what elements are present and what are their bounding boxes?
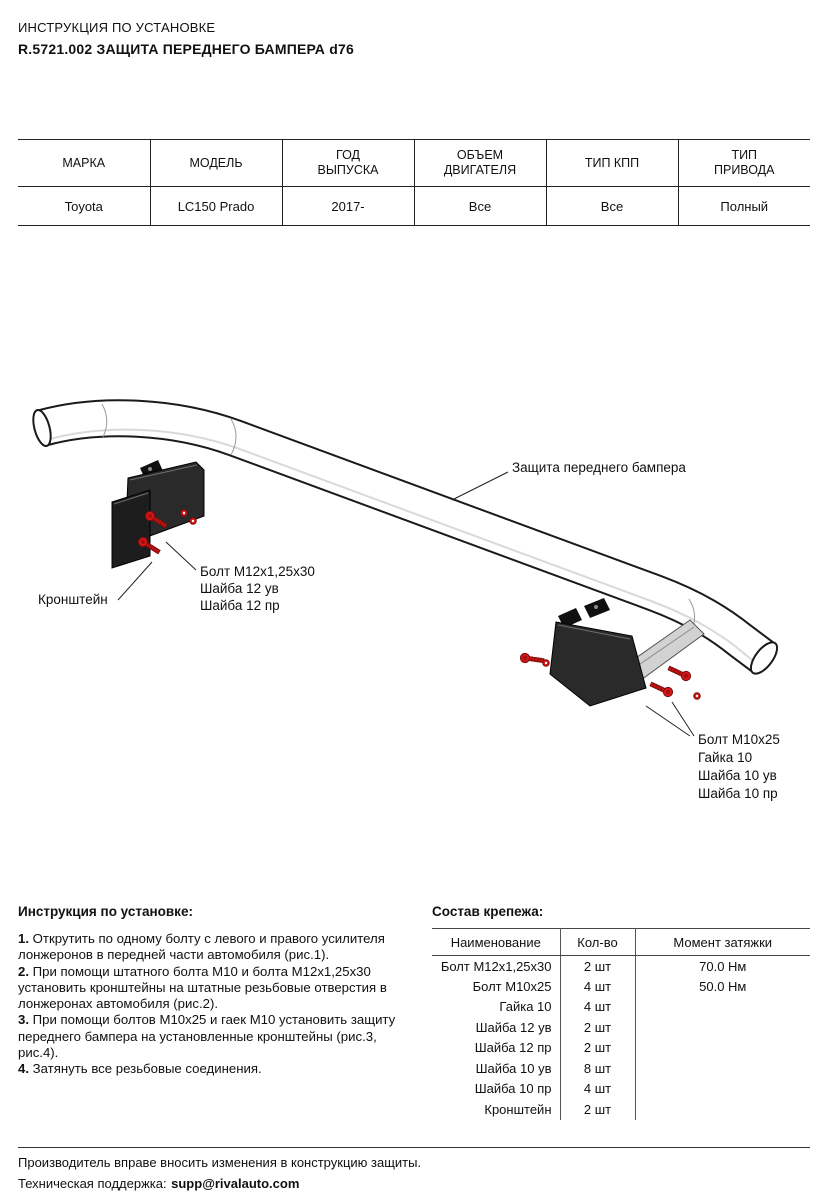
guard-label: Защита переднего бампера (512, 460, 686, 475)
hardware-row: Шайба 10 ув 8 шт (432, 1058, 810, 1079)
vehicle-col-gearbox: ТИП КПП (545, 139, 678, 187)
vehicle-drive-cell: Полный (677, 186, 810, 226)
hw-col-name: Наименование (432, 928, 561, 956)
leader-lines (117, 471, 695, 737)
support-email: supp@rivalauto.com (171, 1176, 300, 1191)
tube-end-cap-right (749, 641, 779, 675)
svg-text:Шайба 12 пр: Шайба 12 пр (200, 598, 280, 613)
support-label: Техническая поддержка: (18, 1176, 167, 1191)
hardware-title: Состав крепежа: (432, 904, 544, 919)
left-bracket-illustration (111, 460, 205, 569)
hardware-row: Гайка 10 4 шт (432, 996, 810, 1017)
svg-text:Болт М10х25: Болт М10х25 (698, 732, 780, 747)
hardware-table: Наименование Кол-во Момент затяжки Болт … (432, 928, 810, 1120)
bumper-guard-tube (32, 399, 779, 675)
tube-end-cap-left (32, 409, 52, 447)
instruction-step-3: 3. При помощи болтов М10х25 и гаек М10 у… (18, 1012, 396, 1061)
hardware-row: Кронштейн 2 шт (432, 1099, 810, 1120)
instruction-step-4: 4. Затянуть все резьбовые соединения. (18, 1061, 262, 1077)
vehicle-engine-cell: Все (413, 186, 546, 226)
vehicle-brand-cell: Toyota (18, 186, 150, 226)
doc-header: ИНСТРУКЦИЯ ПО УСТАНОВКЕ R.5721.002 ЗАЩИТ… (18, 20, 354, 57)
svg-text:Шайба 10 ув: Шайба 10 ув (698, 768, 777, 783)
instruction-step-1: 1. Открутить по одному болту с левого и … (18, 931, 385, 963)
instructions-title: Инструкция по установке: (18, 904, 193, 919)
hw-col-torque: Момент затяжки (635, 928, 810, 956)
vehicle-col-engine: ОБЪЕМ ДВИГАТЕЛЯ (413, 139, 546, 187)
hardware-header-row: Наименование Кол-во Момент затяжки (432, 928, 810, 956)
vehicle-model-cell: LC150 Prado (149, 186, 282, 226)
instruction-step-2: 2. При помощи штатного болта М10 и болта… (18, 963, 387, 1012)
hardware-row: Шайба 12 пр 2 шт (432, 1037, 810, 1058)
hardware-row: Болт М12х1,25х30 2 шт 70.0 Нм (432, 955, 810, 976)
support-line: Техническая поддержка: supp@rivalauto.com (18, 1176, 810, 1191)
hardware-row: Шайба 10 пр 4 шт (432, 1078, 810, 1099)
svg-text:Болт М12х1,25х30: Болт М12х1,25х30 (200, 564, 315, 579)
instructions-section: Инструкция по установке: 1. Открутить по… (18, 904, 418, 1078)
svg-text:Шайба 12 ув: Шайба 12 ув (200, 581, 279, 596)
vehicle-table-header-row: МАРКА МОДЕЛЬ ГОД ВЫПУСКА ОБЪЕМ ДВИГАТЕЛЯ… (18, 139, 810, 187)
vehicle-col-drive: ТИП ПРИВОДА (677, 139, 810, 187)
bolt-m12-label: Болт М12х1,25х30 Шайба 12 ув Шайба 12 пр (200, 564, 315, 613)
right-bracket-illustration (519, 598, 705, 707)
svg-text:Гайка 10: Гайка 10 (698, 750, 752, 765)
footer: Производитель вправе вносить изменения в… (18, 1147, 810, 1197)
bracket-label: Кронштейн (38, 592, 108, 607)
hw-col-qty: Кол-во (560, 928, 636, 956)
hardware-row: Болт М10х25 4 шт 50.0 Нм (432, 976, 810, 997)
vehicle-col-year: ГОД ВЫПУСКА (281, 139, 414, 187)
vehicle-table: МАРКА МОДЕЛЬ ГОД ВЫПУСКА ОБЪЕМ ДВИГАТЕЛЯ… (18, 139, 810, 226)
bolt-m10-label: Болт М10х25 Гайка 10 Шайба 10 ув Шайба 1… (698, 732, 780, 801)
hardware-row: Шайба 12 ув 2 шт (432, 1017, 810, 1038)
assembly-diagram: Защита переднего бампера Кронштейн Болт … (32, 399, 780, 801)
vehicle-col-model: МОДЕЛЬ (149, 139, 282, 187)
hardware-section: Состав крепежа: Наименование Кол-во Моме… (432, 904, 810, 1120)
svg-text:Шайба 10 пр: Шайба 10 пр (698, 786, 778, 801)
vehicle-table-row: Toyota LC150 Prado 2017- Все Все Полный (18, 186, 810, 226)
manufacturer-note: Производитель вправе вносить изменения в… (18, 1155, 422, 1170)
doc-header-line: ИНСТРУКЦИЯ ПО УСТАНОВКЕ (18, 20, 216, 35)
vehicle-year-cell: 2017- (281, 186, 414, 226)
vehicle-gearbox-cell: Все (545, 186, 678, 226)
vehicle-col-brand: МАРКА (18, 139, 150, 187)
doc-title: R.5721.002 ЗАЩИТА ПЕРЕДНЕГО БАМПЕРА d76 (18, 41, 354, 57)
